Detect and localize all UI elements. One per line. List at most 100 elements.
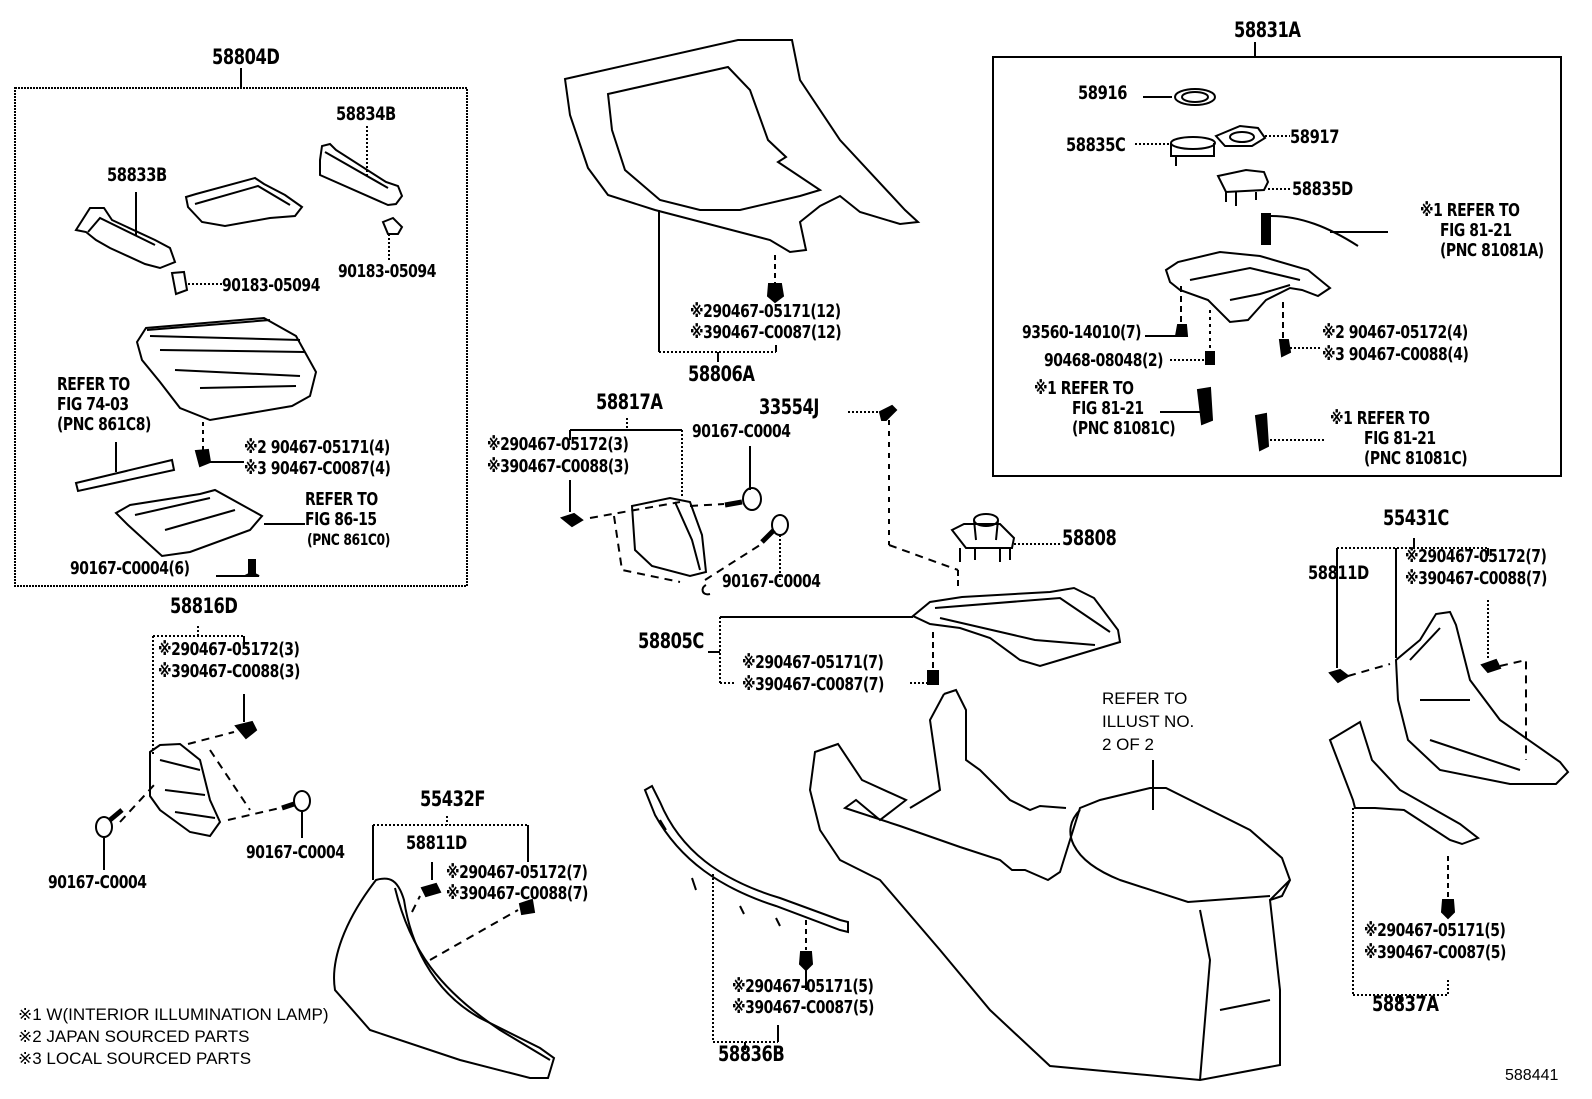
group-box-58831A [992, 56, 1562, 477]
label-refer-81081A-line3: (PNC 81081A) [1440, 240, 1544, 261]
label-58806A: 58806A [688, 362, 755, 386]
label-58831A-fastener-b: ※3 90467-C0088(4) [1322, 344, 1469, 365]
label-55432F: 55432F [420, 787, 486, 811]
label-refer-fig-74-03-line2: FIG 74-03 [57, 394, 129, 415]
lower-tray-shape [114, 488, 305, 558]
label-nut-90468-08048: 90468-08048(2) [1044, 350, 1164, 371]
label-58831A-fastener-a: ※2 90467-05172(4) [1322, 322, 1468, 343]
label-bolt-93560-14010: 93560-14010(7) [1022, 322, 1142, 343]
label-refer-fig-74-03-line1: REFER TO [57, 374, 130, 395]
label-console-refer-line1: REFER TO [1102, 689, 1188, 708]
part-58836B-shape [643, 784, 849, 1050]
label-refer-81081C-2-line1: ※1 REFER TO [1330, 408, 1430, 429]
clip-90183-05094-left [170, 270, 222, 296]
label-58806A-fastener-a: ※290467-05171(12) [690, 301, 841, 322]
part-58834B-shape [319, 126, 404, 207]
label-refer-fig-86-15-line2: FIG 86-15 [305, 509, 377, 530]
label-58835C: 58835C [1066, 134, 1126, 156]
label-58836B-fastener-a: ※290467-05171(5) [732, 976, 874, 997]
console-body-shape [808, 688, 1292, 1082]
label-58916: 58916 [1078, 82, 1127, 104]
label-58817A-screw-2: 90167-C0004 [722, 571, 821, 592]
label-console-refer-line2: ILLUST NO. [1102, 712, 1195, 731]
part-58806A-shape [563, 39, 921, 362]
console-box-shape [135, 316, 318, 468]
part-58835D-shape [1216, 168, 1290, 206]
label-58816D-screw-1: 90167-C0004 [48, 872, 147, 893]
label-58836B-fastener-b: ※390467-C0087(5) [732, 997, 874, 1018]
label-55431C-58811D: 58811D [1308, 562, 1369, 584]
label-58817A-fastener-a: ※290467-05172(3) [487, 434, 629, 455]
label-console-refer-line3: 2 OF 2 [1102, 735, 1154, 754]
tray-part-shape [184, 176, 304, 228]
label-refer-81081C-2-line2: FIG 81-21 [1364, 428, 1436, 449]
label-58816D: 58816D [170, 594, 238, 618]
label-fastener-05171-4: ※2 90467-05171(4) [244, 437, 390, 458]
label-58808: 58808 [1062, 526, 1117, 550]
label-58816D-fastener-a: ※290467-05172(3) [158, 639, 300, 660]
legend-note-1: ※1 W(INTERIOR ILLUMINATION LAMP) [18, 1005, 329, 1024]
label-58817A-fastener-b: ※390467-C0088(3) [487, 456, 629, 477]
label-refer-81081A-line1: ※1 REFER TO [1420, 200, 1520, 221]
label-refer-fig-86-15-line1: REFER TO [305, 489, 378, 510]
part-81081A-lamp-shape [1261, 213, 1388, 247]
label-90183-05094-right: 90183-05094 [338, 261, 436, 282]
label-58816D-screw-2: 90167-C0004 [246, 842, 345, 863]
part-58833B-shape [74, 192, 177, 270]
label-58817A-screw-1: 90167-C0004 [692, 421, 791, 442]
label-refer-fig-86-15-line3: (PNC 861C0) [307, 530, 390, 549]
label-55432F-fastener-b: ※390467-C0088(7) [446, 883, 588, 904]
label-refer-fig-74-03-line3: (PNC 861C8) [57, 414, 151, 435]
label-refer-81081C-1-line1: ※1 REFER TO [1034, 378, 1134, 399]
label-58836B: 58836B [718, 1042, 785, 1066]
part-58805C-shape [708, 586, 1122, 685]
label-refer-81081C-1-line3: (PNC 81081C) [1072, 418, 1176, 439]
part-58917-shape [1214, 124, 1290, 147]
label-55431C-fastener-a: ※290467-05172(7) [1405, 546, 1547, 567]
part-58835C-shape [1135, 136, 1216, 166]
label-90183-05094-left: 90183-05094 [222, 275, 320, 296]
label-58837A: 58837A [1372, 992, 1439, 1016]
label-58831A: 58831A [1234, 18, 1301, 42]
label-55431C: 55431C [1383, 506, 1449, 530]
part-81081C-lamp2-shape [1254, 412, 1325, 452]
label-55432F-58811D: 58811D [406, 832, 467, 854]
label-58834B: 58834B [336, 103, 396, 125]
part-55432F-shape [333, 816, 556, 1079]
label-33554J: 33554J [759, 395, 819, 419]
part-58916-shape [1143, 88, 1216, 106]
group-box-58804D [14, 87, 468, 587]
label-58805C: 58805C [638, 629, 704, 653]
label-fastener-C0087-4: ※3 90467-C0087(4) [244, 458, 391, 479]
label-58835D: 58835D [1292, 178, 1353, 200]
legend-note-3: ※3 LOCAL SOURCED PARTS [18, 1049, 252, 1068]
illustration-number: 588441 [1505, 1067, 1559, 1084]
part-55431C-shape [1328, 538, 1570, 785]
part-81081C-lamp1-shape [1160, 386, 1214, 426]
label-refer-81081C-2-line3: (PNC 81081C) [1364, 448, 1468, 469]
label-58833B: 58833B [107, 164, 167, 186]
label-58805C-fastener-a: ※290467-05171(7) [742, 652, 884, 673]
label-58917: 58917 [1290, 126, 1339, 148]
label-58837A-fastener-b: ※390467-C0087(5) [1364, 942, 1506, 963]
part-58837A-shape [1328, 720, 1481, 1004]
trim-strip-shape [74, 442, 176, 493]
clip-90183-05094-right [381, 216, 404, 260]
label-screw-90167-C0004-6: 90167-C0004(6) [70, 558, 190, 579]
part-58817A-shape [559, 418, 789, 596]
legend-note-2: ※2 JAPAN SOURCED PARTS [18, 1027, 250, 1046]
part-58816D-shape [95, 626, 311, 870]
label-55432F-fastener-a: ※290467-05172(7) [446, 862, 588, 883]
part-58831A-housing-shape [1145, 250, 1332, 365]
label-58806A-fastener-b: ※390467-C0087(12) [690, 322, 842, 343]
label-58805C-fastener-b: ※390467-C0087(7) [742, 674, 884, 695]
label-58816D-fastener-b: ※390467-C0088(3) [158, 661, 300, 682]
label-58817A: 58817A [596, 390, 663, 414]
label-58837A-fastener-a: ※290467-05171(5) [1364, 920, 1506, 941]
part-33554J-shape [848, 404, 959, 590]
label-58804D: 58804D [212, 45, 280, 69]
part-58808-shape [950, 513, 1060, 562]
screw-90167-C0004-shape [216, 559, 260, 577]
label-refer-81081C-1-line2: FIG 81-21 [1072, 398, 1144, 419]
